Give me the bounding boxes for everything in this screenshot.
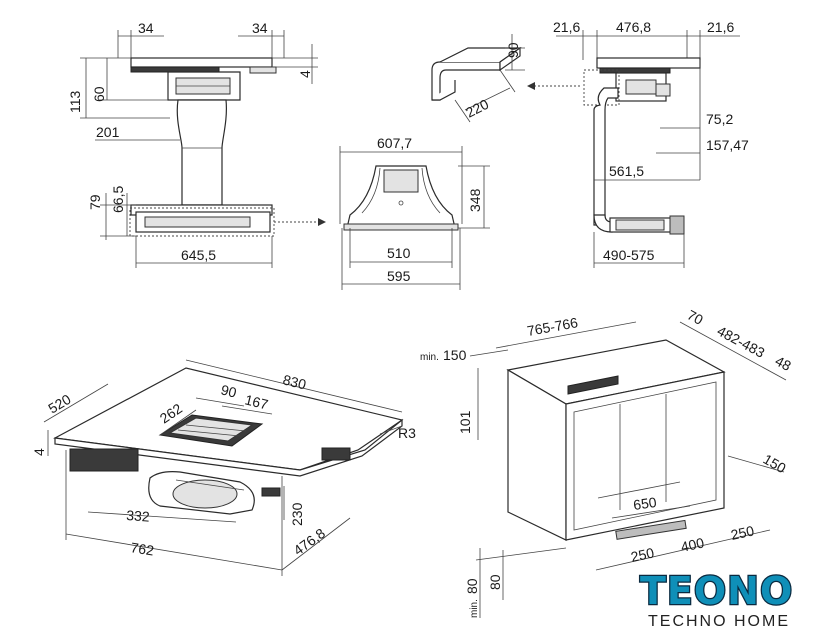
- dim-650: 650: [632, 494, 658, 513]
- label-min-80: min.: [469, 599, 480, 618]
- dim-348: 348: [467, 188, 483, 212]
- dim-476-8-top: 476,8: [616, 19, 651, 35]
- dim-79: 79: [87, 194, 103, 210]
- transition-piece-view: 607,7 348 510 595: [339, 135, 490, 290]
- dim-101: 101: [457, 410, 473, 434]
- dim-645-5: 645,5: [181, 247, 216, 263]
- dim-201: 201: [96, 124, 120, 140]
- dim-167: 167: [243, 391, 270, 412]
- dim-332: 332: [126, 507, 151, 525]
- dim-4-hob: 4: [31, 448, 47, 456]
- dim-400: 400: [679, 534, 705, 555]
- dim-830: 830: [281, 371, 308, 392]
- dim-250-right: 250: [729, 522, 755, 543]
- logo-brand: TEONO: [640, 569, 793, 613]
- dim-4-top: 4: [297, 70, 313, 78]
- side-view-right: 21,6 476,8 21,6 75,2 157,47 561,5 490-57…: [553, 19, 749, 268]
- dim-90-bend: 90: [505, 42, 521, 58]
- dim-230: 230: [289, 502, 305, 526]
- dim-min-150: 150: [443, 347, 467, 363]
- dim-250-left: 250: [629, 544, 655, 565]
- dim-90-hob: 90: [219, 381, 238, 400]
- dim-80: 80: [487, 574, 503, 590]
- cabinet-view: 765-766 min. 150 70 482-483 48 101 150 6…: [420, 307, 794, 618]
- dim-min-80: 80: [464, 578, 480, 594]
- dim-21-6-left: 21,6: [553, 19, 580, 35]
- dim-48: 48: [773, 353, 794, 375]
- dim-60: 60: [91, 86, 107, 102]
- logo-tagline: TECHNO HOME: [648, 613, 790, 630]
- dim-21-6-right: 21,6: [707, 19, 734, 35]
- dim-765-766: 765-766: [526, 314, 580, 339]
- teono-logo: TEONO TECHNO HOME: [639, 568, 794, 630]
- dim-476-8: 476,8: [290, 525, 328, 559]
- label-min-150: min.: [420, 352, 439, 363]
- dim-34-left: 34: [138, 20, 154, 36]
- dim-561-5: 561,5: [609, 163, 644, 179]
- dim-595: 595: [387, 268, 411, 284]
- dim-157-47: 157,47: [706, 137, 749, 153]
- dim-490-575: 490-575: [603, 247, 655, 263]
- duct-bend-view: 90 220: [431, 34, 580, 123]
- dim-607-7: 607,7: [377, 135, 412, 151]
- dim-150-right: 150: [761, 451, 789, 477]
- dim-510: 510: [387, 245, 411, 261]
- dim-r3: R3: [398, 425, 416, 441]
- dim-34-right: 34: [252, 20, 268, 36]
- hob-perspective-view: 830 520 90 262 167 R3 4 230 332 762 476,…: [31, 359, 416, 576]
- dim-70: 70: [685, 307, 706, 329]
- dim-520: 520: [45, 391, 73, 417]
- side-view-left: 34 34 113 60 4 201: [67, 20, 326, 268]
- dim-113: 113: [67, 90, 83, 113]
- dim-75-2: 75,2: [706, 111, 733, 127]
- dim-762: 762: [130, 539, 156, 558]
- dim-66-5: 66,5: [110, 186, 126, 213]
